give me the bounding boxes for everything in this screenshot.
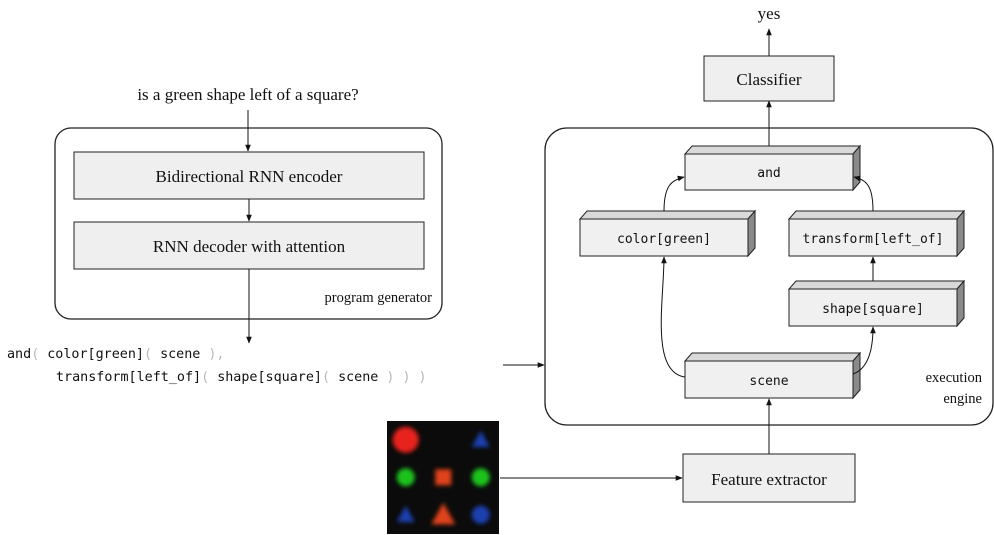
program-punct: ) (386, 370, 394, 385)
scene-object-circle (396, 468, 415, 487)
module-transform-left-of: transform[left_of] (787, 209, 966, 258)
program-token: transform[left_of] (56, 370, 201, 385)
execution-engine-label-1: execution (926, 370, 983, 386)
program-token: color[green] (47, 347, 144, 362)
module-color-label: color[green] (617, 232, 711, 247)
module-top-face (683, 352, 862, 362)
decoder-box (73, 221, 425, 270)
module-scene-label: scene (749, 374, 788, 389)
module-front-face (684, 153, 854, 191)
scene-object-triangle (471, 430, 490, 447)
module-shape-square: shape[square] (787, 279, 966, 328)
program-punct: ) (402, 370, 410, 385)
answer-text: yes (758, 4, 781, 23)
module-side-face (956, 209, 965, 258)
scene-object-triangle (396, 505, 415, 522)
module-side-face (852, 351, 861, 400)
module-top-face (787, 210, 966, 220)
program-token: and (7, 347, 31, 362)
program-punct: ( (31, 347, 39, 362)
module-front-face (788, 218, 958, 257)
module-transform-label: transform[left_of] (803, 232, 944, 247)
encoder-box (73, 151, 425, 200)
program-punct: ( (322, 370, 330, 385)
program-punct: ), (208, 347, 224, 362)
scene-object-circle (471, 505, 490, 524)
module-shape-label: shape[square] (822, 302, 924, 317)
module-front-face (579, 218, 749, 257)
encoder-label: Bidirectional RNN encoder (156, 167, 343, 186)
module-side-face (852, 144, 861, 192)
question-text: is a green shape left of a square? (137, 85, 358, 104)
scene-object-circle (392, 426, 419, 453)
program-line-1: and(color[green](scene), (7, 347, 225, 362)
program-token: scene (160, 347, 200, 362)
scene-to-color-arrow (660, 256, 686, 378)
decoder-label: RNN decoder with attention (153, 237, 346, 256)
transform-to-and-arrow (853, 175, 874, 212)
program-token: shape[square] (217, 370, 322, 385)
program-generator-label: program generator (325, 290, 433, 306)
scene-to-shape-arrow (852, 326, 876, 375)
scene-object-circle (471, 468, 490, 487)
color-to-and-arrow (663, 175, 685, 212)
classifier-box (703, 55, 835, 102)
program-punct: ( (201, 370, 209, 385)
program-punct: ( (144, 347, 152, 362)
module-scene: scene (683, 351, 862, 400)
classifier-label: Classifier (736, 70, 801, 89)
module-top-face (787, 280, 966, 290)
module-color-green: color[green] (578, 209, 757, 258)
module-front-face (788, 288, 958, 327)
feature-extractor-box (682, 453, 856, 503)
module-side-face (747, 209, 756, 258)
module-top-face (578, 210, 757, 220)
module-and-label: and (757, 166, 780, 181)
module-and: and (683, 144, 862, 192)
scene-object-triangle (431, 502, 456, 525)
input-scene-image (387, 421, 499, 534)
program-token: scene (338, 370, 378, 385)
module-front-face (684, 360, 854, 399)
feature-extractor-label: Feature extractor (711, 470, 827, 489)
module-top-face (683, 145, 862, 155)
scene-object-square (435, 469, 452, 486)
program-punct: ) (419, 370, 427, 385)
program-line-2: transform[left_of](shape[square](scene))… (56, 370, 427, 385)
execution-engine-label-2: engine (943, 391, 982, 407)
module-side-face (956, 279, 965, 328)
scene-image-objects (392, 426, 490, 525)
